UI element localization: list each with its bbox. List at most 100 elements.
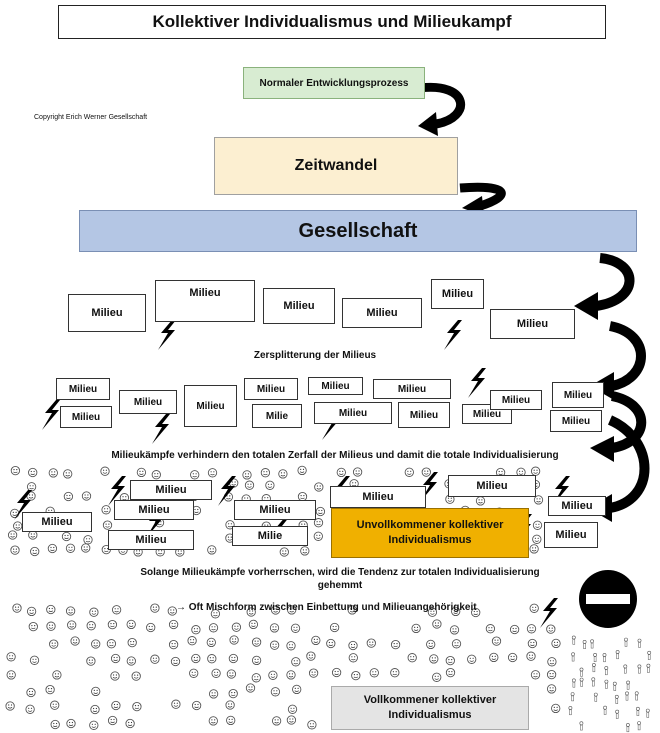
- smiley-face-icon: [211, 668, 221, 678]
- smiley-face-icon: [65, 543, 76, 553]
- curved-arrow-icon: [418, 82, 465, 136]
- person-icon: [626, 723, 630, 733]
- person-icon: [582, 640, 587, 650]
- person-icon: [579, 667, 584, 677]
- milieu-box: Milieu: [234, 500, 316, 520]
- solange-line1: Solange Milieukämpfe vorherrschen, wird …: [140, 567, 540, 578]
- person-icon: [612, 681, 617, 691]
- smiley-face-icon: [65, 606, 76, 616]
- smiley-face-icon: [297, 465, 307, 476]
- unvollkommen-line2: Individualismus: [388, 534, 472, 546]
- smiley-face-icon: [300, 546, 310, 556]
- smiley-face-icon: [30, 546, 40, 557]
- smiley-face-icon: [29, 655, 40, 665]
- vollkommen-line2: Individualismus: [388, 709, 472, 721]
- smiley-face-icon: [248, 619, 259, 630]
- smiley-face-icon: [432, 672, 442, 682]
- zeitwandel-box: Zeitwandel: [214, 137, 458, 195]
- person-icon: [572, 678, 576, 688]
- milieu-box: Milieu: [263, 288, 335, 324]
- smiley-face-icon: [10, 465, 21, 476]
- smiley-face-icon: [426, 639, 436, 650]
- smiley-face-icon: [28, 530, 38, 540]
- person-icon: [615, 709, 620, 719]
- milieu-box: Milieu: [155, 280, 255, 322]
- smiley-face-icon: [529, 544, 539, 554]
- milieu-box: Milieu: [184, 385, 237, 427]
- smiley-face-icon: [352, 467, 363, 477]
- smiley-face-icon: [12, 603, 22, 613]
- smiley-face-icon: [527, 638, 538, 649]
- smiley-face-icon: [369, 668, 379, 678]
- lightning-icon: [42, 400, 60, 430]
- smiley-face-icon: [269, 640, 280, 650]
- smiley-face-icon: [101, 505, 111, 515]
- smiley-face-icon: [265, 480, 275, 490]
- smiley-face-icon: [52, 670, 62, 680]
- smiley-face-icon: [251, 655, 262, 666]
- smiley-face-icon: [168, 619, 179, 630]
- smiley-face-icon: [551, 703, 561, 714]
- smiley-face-icon: [107, 715, 118, 726]
- person-icon: [637, 664, 642, 674]
- smiley-face-icon: [329, 622, 340, 633]
- person-icon: [579, 721, 584, 731]
- person-icon: [579, 677, 584, 687]
- smiley-face-icon: [151, 470, 161, 480]
- smiley-face-icon: [336, 467, 346, 478]
- smiley-face-icon: [86, 621, 96, 631]
- person-icon: [593, 653, 597, 663]
- smiley-face-icon: [5, 701, 15, 711]
- smiley-face-icon: [231, 622, 242, 632]
- smiley-face-icon: [287, 704, 298, 714]
- smiley-face-icon: [421, 467, 431, 477]
- smiley-face-icon: [245, 683, 256, 693]
- milieu-box: Milieu: [398, 402, 450, 428]
- smiley-face-icon: [228, 688, 238, 699]
- smiley-face-icon: [207, 468, 218, 478]
- smiley-face-icon: [91, 686, 101, 697]
- smiley-face-icon: [206, 637, 216, 648]
- smiley-face-icon: [547, 657, 557, 667]
- person-icon: [624, 637, 628, 647]
- smiley-face-icon: [111, 700, 121, 711]
- lightning-icon: [540, 598, 558, 628]
- person-icon: [625, 691, 629, 701]
- smiley-face-icon: [290, 623, 301, 633]
- solange-line2: gehemmt: [317, 580, 363, 591]
- smiley-face-icon: [126, 656, 136, 666]
- smiley-face-icon: [308, 668, 319, 678]
- smiley-face-icon: [532, 534, 542, 544]
- person-icon: [604, 679, 609, 689]
- curved-arrow-icon: [590, 391, 647, 462]
- smiley-face-icon: [244, 480, 255, 490]
- smiley-face-icon: [28, 621, 38, 632]
- lightning-icon: [158, 320, 176, 350]
- vollkommen-line1: Vollkommener kollektiver: [363, 694, 497, 707]
- person-icon: [603, 705, 607, 715]
- smiley-face-icon: [125, 718, 135, 729]
- smiley-face-icon: [532, 520, 543, 530]
- smiley-face-icon: [189, 668, 199, 678]
- smiley-face-icon: [10, 545, 20, 555]
- curved-arrow-icon: [574, 253, 635, 320]
- smiley-face-icon: [208, 689, 219, 699]
- smiley-face-icon: [90, 704, 100, 715]
- diagram-title: Kollektiver Individualismus und Milieuka…: [58, 5, 606, 39]
- person-icon: [626, 680, 630, 690]
- person-icon: [591, 677, 596, 687]
- smiley-face-icon: [348, 653, 358, 663]
- smiley-face-icon: [546, 684, 557, 694]
- smiley-face-icon: [225, 700, 235, 710]
- smiley-face-icon: [390, 639, 401, 650]
- smiley-face-icon: [46, 621, 56, 631]
- smiley-face-icon: [89, 720, 99, 730]
- smiley-face-icon: [314, 482, 324, 492]
- person-icon: [604, 666, 609, 676]
- smiley-face-icon: [191, 700, 202, 711]
- milieu-box-truncated: Milie: [252, 404, 302, 428]
- person-icon: [614, 694, 619, 704]
- smiley-face-icon: [526, 651, 536, 661]
- smiley-face-icon: [313, 531, 323, 541]
- smiley-face-icon: [190, 470, 200, 480]
